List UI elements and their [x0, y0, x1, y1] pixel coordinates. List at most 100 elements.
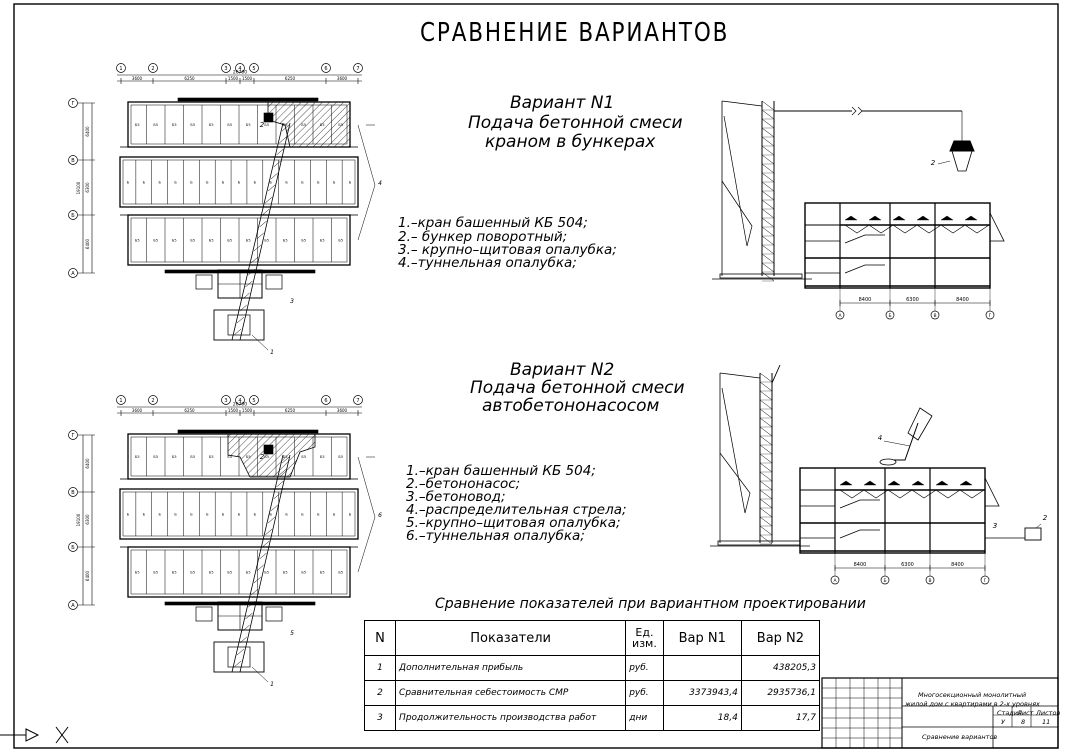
variant1-legend-3: 3.– крупно–щитовая опалубка; — [398, 242, 617, 258]
mast-lattice — [761, 100, 775, 111]
formwork-panel — [940, 215, 954, 221]
mast-lattice — [759, 489, 773, 500]
variant2-legend-6: 6.–туннельная опалубка; — [406, 528, 585, 544]
cell-mark: Б — [238, 513, 241, 517]
mast-lattice — [759, 381, 773, 392]
table-row: 3 Продолжительность производства работ д… — [363, 705, 821, 731]
callout-2: 6 — [378, 512, 382, 519]
variant1-subheading-1: Подача бетонной смеси — [468, 113, 683, 133]
axis-bubble-side — [68, 487, 78, 497]
mast-lattice — [761, 253, 775, 264]
cell-mark: Б5 — [283, 571, 288, 575]
crane-base — [717, 540, 801, 546]
section-box — [799, 467, 836, 491]
row-name: Продолжительность производства работ — [395, 705, 627, 731]
cell-mark: Б5 — [190, 571, 195, 575]
crane-elevation-variant-2 — [710, 364, 810, 547]
cell-mark: Б — [190, 513, 193, 517]
variant2-legend-5: 5.–крупно–щитовая опалубка; — [406, 515, 621, 531]
dimension-value: 3600 — [337, 76, 348, 81]
cell-mark: Б5 — [135, 123, 140, 127]
cell-mark: Б5 — [209, 239, 214, 243]
axis-label-top: 1 — [119, 66, 122, 72]
crane-boom — [231, 454, 291, 673]
boom-lattice — [276, 148, 284, 156]
section-dim-value: 8400 — [854, 562, 867, 568]
section-axis-bubble — [880, 575, 890, 585]
section-axis-bubble — [930, 310, 940, 320]
section-box — [804, 202, 841, 226]
axis-label-top: 6 — [324, 398, 327, 404]
callout-4: 1 — [270, 349, 274, 356]
cell-mark: Б5 — [338, 571, 343, 575]
formwork-panel — [911, 480, 925, 486]
boom-lattice — [245, 612, 253, 620]
building-band — [119, 156, 359, 208]
crane-tie — [719, 372, 761, 379]
mast-lattice — [759, 525, 773, 536]
section-axis-bubble — [985, 310, 995, 320]
stamp-col-sheet: Лист — [1017, 709, 1034, 717]
crane-base-inner — [227, 646, 251, 668]
formwork-panel — [935, 480, 949, 486]
formwork-truss — [868, 224, 894, 234]
mast-lattice — [761, 109, 775, 120]
cell-mark: Б5 — [209, 123, 214, 127]
dimension-value-side: 6400 — [85, 126, 90, 137]
cell-mark: Б5 — [301, 571, 306, 575]
mast-lattice — [761, 154, 775, 165]
boom-lattice — [256, 232, 264, 240]
axis-bubble-top — [321, 395, 331, 405]
callout-4: 1 — [270, 681, 274, 688]
axis-bubble-top — [235, 395, 245, 405]
section-dim-value: 8400 — [951, 562, 964, 568]
boom-lattice — [270, 172, 279, 180]
mast-lattice — [759, 408, 773, 419]
cell-mark: Б5 — [153, 239, 158, 243]
boom-lattice — [248, 268, 256, 276]
section-axis-label: Г — [989, 313, 992, 319]
section-axis-label: А — [838, 313, 842, 319]
mast-lattice — [759, 435, 773, 446]
building-band — [127, 214, 351, 266]
crane-tie — [721, 100, 763, 107]
axis-label-top: 3 — [224, 66, 227, 72]
concrete-pump — [1024, 527, 1042, 541]
mast-lattice — [761, 118, 775, 129]
formwork-panel — [863, 480, 877, 486]
formwork-truss — [935, 489, 961, 499]
cell-mark: Б5 — [209, 571, 214, 575]
stamp-project-line-2: жилой дом с квартирами в 2-х уровнях — [905, 700, 1040, 708]
formwork-truss — [892, 224, 918, 234]
header-unit: Ед. изм. — [625, 620, 664, 656]
cell-mark: Б5 — [301, 239, 306, 243]
axis-bubble-side — [68, 98, 78, 108]
dimension-value: 3600 — [132, 408, 143, 413]
callout-pipe: 3 — [993, 522, 997, 530]
section-axis-bubble — [925, 575, 935, 585]
mast-lattice — [759, 480, 773, 491]
formwork-truss — [887, 489, 913, 499]
callout-3: 5 — [290, 630, 294, 637]
callout-pump: 2 — [1043, 514, 1048, 522]
cell-mark: Б — [206, 181, 209, 185]
cell-mark: Б5 — [264, 571, 269, 575]
cell-mark: Б5 — [338, 455, 343, 459]
axis-bubble-side — [68, 600, 78, 610]
boom-lattice — [239, 304, 247, 312]
section-axis-bubble — [830, 575, 840, 585]
row-n: 1 — [363, 655, 397, 681]
mast-lattice — [759, 516, 773, 527]
cell-mark: Б5 — [190, 239, 195, 243]
boom-lattice — [250, 588, 259, 596]
building-band-inner — [122, 159, 356, 205]
mast-lattice — [759, 399, 773, 410]
dimension-value: 3600 — [337, 408, 348, 413]
crane-boom — [231, 122, 291, 341]
dimension-value-side: 6300 — [85, 182, 90, 193]
bunker-body — [951, 150, 973, 172]
axis-bubble-top — [235, 63, 245, 73]
boom-lattice — [273, 492, 281, 500]
